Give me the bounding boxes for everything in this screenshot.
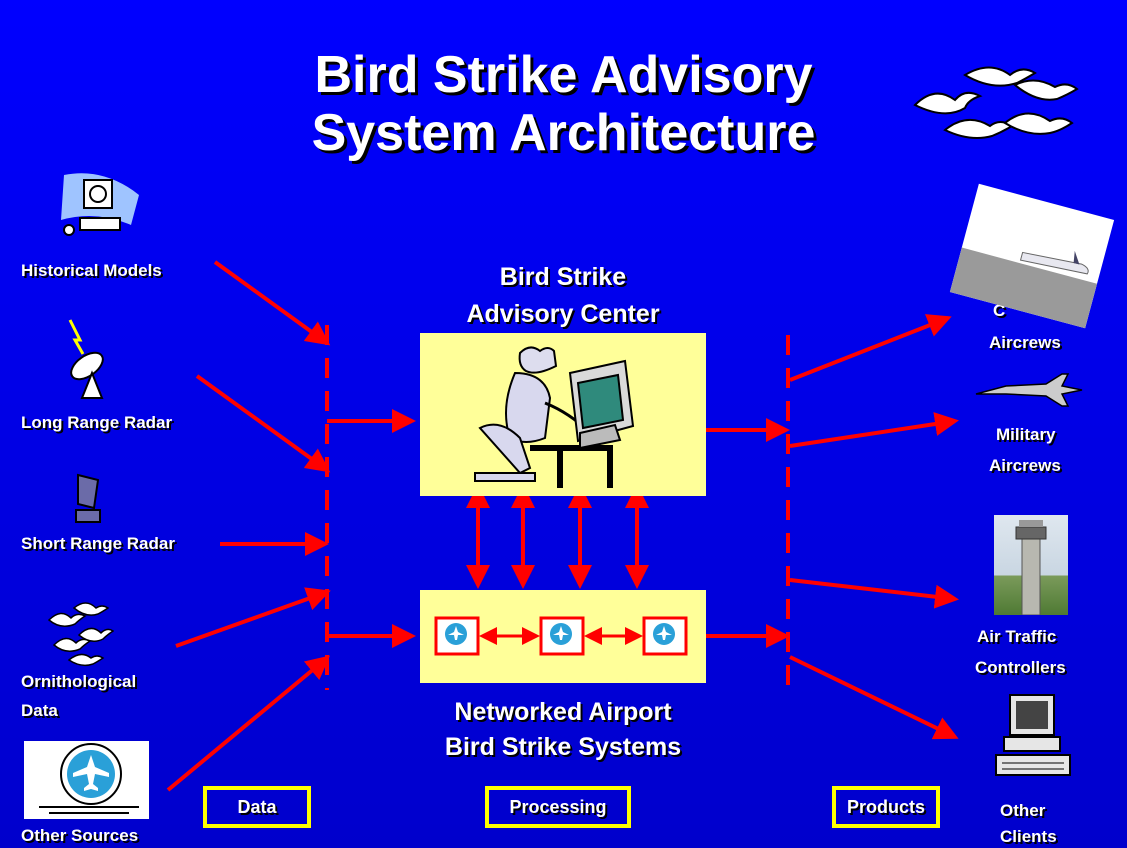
airliner-photo bbox=[949, 183, 1115, 329]
historical-models-label: Historical Models bbox=[21, 261, 162, 280]
network-title-line-2: Bird Strike Systems bbox=[444, 733, 682, 761]
birds-icon bbox=[47, 602, 114, 667]
control-tower-photo bbox=[994, 515, 1068, 615]
radar-dish-icon bbox=[68, 319, 104, 399]
atc-label-2: Controllers bbox=[975, 658, 1066, 677]
center-title-line-1: Bird Strike bbox=[499, 263, 627, 291]
military-label-2: Aircrews bbox=[989, 456, 1061, 475]
airport-logo-icon bbox=[39, 743, 139, 814]
to-clients-arrow bbox=[789, 655, 959, 740]
networked-systems-box bbox=[420, 590, 706, 683]
to-military-arrow bbox=[789, 412, 959, 448]
ornithological-label-2: Data bbox=[21, 701, 58, 720]
long-range-radar-label: Long Range Radar bbox=[21, 413, 173, 432]
airport-logo-panel bbox=[24, 741, 149, 819]
to-atc-arrow bbox=[789, 578, 959, 609]
title-line-1: Bird Strike Advisory bbox=[314, 46, 813, 104]
airport-node-3 bbox=[642, 616, 688, 656]
other-sources-arrow bbox=[166, 655, 331, 792]
desktop-computer-icon bbox=[995, 694, 1071, 776]
advisory-center-box bbox=[420, 333, 706, 496]
other-sources-label: Other Sources bbox=[21, 826, 139, 845]
person-at-computer-icon bbox=[474, 346, 635, 488]
products-tag: Products bbox=[832, 786, 940, 828]
processing-tag: Processing bbox=[485, 786, 631, 828]
military-label-1: Military bbox=[996, 425, 1056, 444]
clients-label-2: Clients bbox=[1000, 827, 1057, 846]
clients-label-1: Other bbox=[1000, 801, 1046, 820]
airport-node-1 bbox=[434, 616, 480, 656]
to-aircrews-arrow bbox=[789, 314, 952, 382]
network-title-line-1: Networked Airport bbox=[454, 698, 672, 726]
short-radar-icon bbox=[75, 473, 101, 523]
center-title-line-2: Advisory Center bbox=[466, 300, 660, 328]
networked-airports-diagram bbox=[434, 616, 688, 656]
fighter-jet-icon bbox=[975, 373, 1083, 407]
computer-globe-icon bbox=[61, 173, 139, 236]
historical-arrow bbox=[213, 260, 331, 346]
birds-flock-icon bbox=[913, 66, 1079, 139]
airport-node-2 bbox=[539, 616, 585, 656]
ornithological-label-1: Ornithological bbox=[21, 672, 137, 691]
title-line-2: System Architecture bbox=[311, 104, 816, 162]
control-tower-icon bbox=[1015, 520, 1047, 615]
airliner-icon bbox=[949, 247, 1098, 329]
ornithological-arrow bbox=[175, 587, 331, 648]
data-tag: Data bbox=[203, 786, 311, 828]
aircrews-label: Aircrews bbox=[989, 333, 1061, 352]
atc-label-1: Air Traffic bbox=[977, 627, 1057, 646]
long-range-arrow bbox=[195, 374, 331, 473]
short-range-radar-label: Short Range Radar bbox=[21, 534, 175, 553]
